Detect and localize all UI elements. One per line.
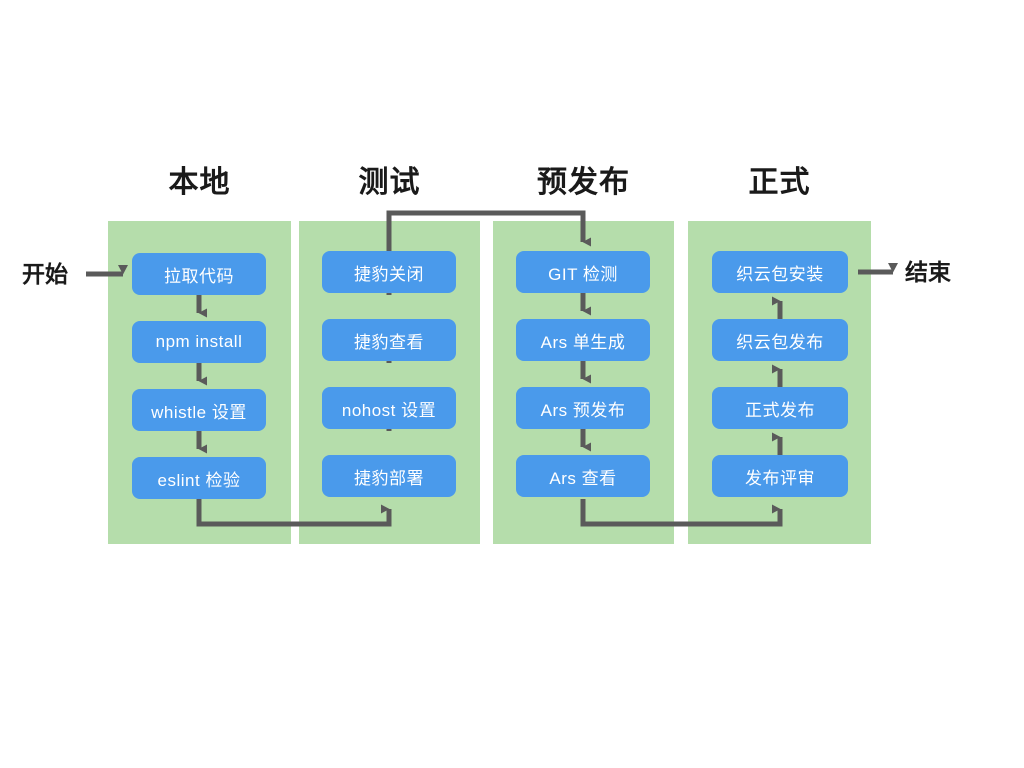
node-ars-view[interactable]: Ars 查看	[516, 455, 650, 497]
column-header-test-label: 测试	[358, 166, 421, 199]
node-jaguar-deploy[interactable]: 捷豹部署	[322, 455, 456, 497]
column-header-local: 本地	[108, 165, 291, 201]
column-header-production-label: 正式	[748, 166, 811, 199]
node-jaguar-view[interactable]: 捷豹查看	[322, 319, 456, 361]
node-official-release[interactable]: 正式发布	[712, 387, 848, 429]
node-release-review[interactable]: 发布评审	[712, 455, 848, 497]
node-eslint-check[interactable]: eslint 检验	[132, 457, 266, 499]
node-pull-code[interactable]: 拉取代码	[132, 253, 266, 295]
node-zhiyun-install[interactable]: 织云包安装	[712, 251, 848, 293]
node-zhiyun-publish[interactable]: 织云包发布	[712, 319, 848, 361]
node-whistle-setup[interactable]: whistle 设置	[132, 389, 266, 431]
start-label: 开始	[22, 261, 68, 287]
end-label: 结束	[905, 259, 951, 285]
node-git-check[interactable]: GIT 检测	[516, 251, 650, 293]
node-ars-prerelease[interactable]: Ars 预发布	[516, 387, 650, 429]
node-npm-install[interactable]: npm install	[132, 321, 266, 363]
node-jaguar-close[interactable]: 捷豹关闭	[322, 251, 456, 293]
column-header-local-label: 本地	[168, 166, 231, 199]
column-header-pre-release: 预发布	[493, 165, 674, 201]
column-header-production: 正式	[688, 165, 871, 201]
column-header-test: 测试	[299, 165, 480, 201]
column-header-pre-release-label: 预发布	[537, 166, 630, 199]
node-nohost-setup[interactable]: nohost 设置	[322, 387, 456, 429]
node-ars-build[interactable]: Ars 单生成	[516, 319, 650, 361]
arrow-local-to-test	[196, 499, 392, 527]
arrow-test-to-pre-release	[386, 210, 591, 251]
arrow-pre-release-to-production	[580, 499, 783, 527]
